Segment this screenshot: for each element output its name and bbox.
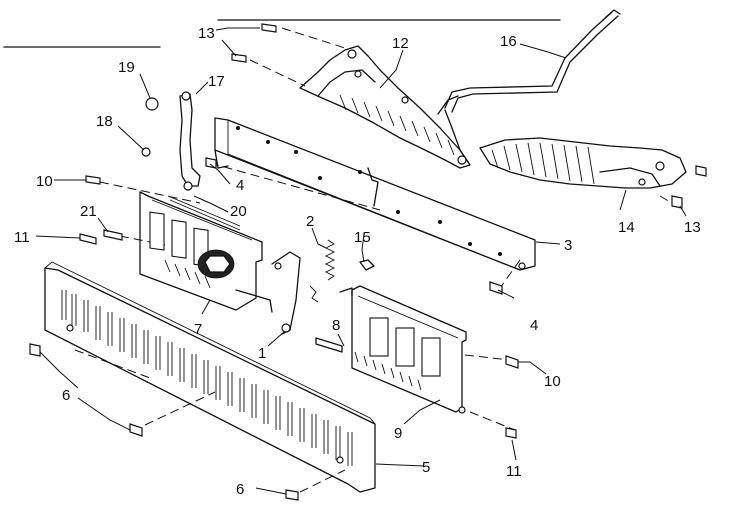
part-2-spring xyxy=(309,239,336,303)
part-16-wire-lever xyxy=(444,9,621,113)
screws xyxy=(29,23,707,501)
label-5: 5 xyxy=(422,459,430,476)
label-3: 3 xyxy=(564,237,572,254)
part-17-arm xyxy=(179,91,201,187)
assembly-dash-lines xyxy=(74,27,681,493)
label-16: 16 xyxy=(500,33,517,50)
label-13-top: 13 xyxy=(198,25,215,42)
label-18: 18 xyxy=(96,113,113,130)
label-20: 20 xyxy=(230,203,247,220)
label-17: 17 xyxy=(208,73,225,90)
label-12: 12 xyxy=(392,35,409,52)
label-1: 1 xyxy=(258,345,266,362)
part-number-labels: 1 2 3 4 4 5 6 6 7 8 9 10 10 11 11 12 13 … xyxy=(14,25,701,498)
label-15: 15 xyxy=(354,229,371,246)
part-1-linkage xyxy=(271,251,301,335)
label-9: 9 xyxy=(394,425,402,442)
label-6-bottom: 6 xyxy=(236,481,244,498)
label-4-upper: 4 xyxy=(236,177,244,194)
label-14: 14 xyxy=(618,219,635,236)
part-right-frame xyxy=(315,285,467,414)
label-11-left: 11 xyxy=(14,229,30,246)
part-5-front-plate xyxy=(44,261,376,493)
label-19: 19 xyxy=(118,59,135,76)
part-12-key-bar xyxy=(299,45,471,169)
label-10-right: 10 xyxy=(544,373,561,390)
part-14-key-bar xyxy=(479,137,687,189)
label-7: 7 xyxy=(194,321,202,338)
label-10-left: 10 xyxy=(36,173,53,190)
label-4-lower: 4 xyxy=(530,317,538,334)
label-6-left: 6 xyxy=(62,387,70,404)
part-3-rail xyxy=(214,117,536,271)
label-11-bottom: 11 xyxy=(506,463,522,480)
part-left-frame xyxy=(139,191,273,313)
header-lines xyxy=(3,19,561,48)
label-2: 2 xyxy=(306,213,314,230)
leader-lines xyxy=(35,27,687,495)
label-21: 21 xyxy=(80,203,97,220)
label-8: 8 xyxy=(332,317,340,334)
part-15-clip xyxy=(359,259,375,271)
label-13-right: 13 xyxy=(684,219,701,236)
